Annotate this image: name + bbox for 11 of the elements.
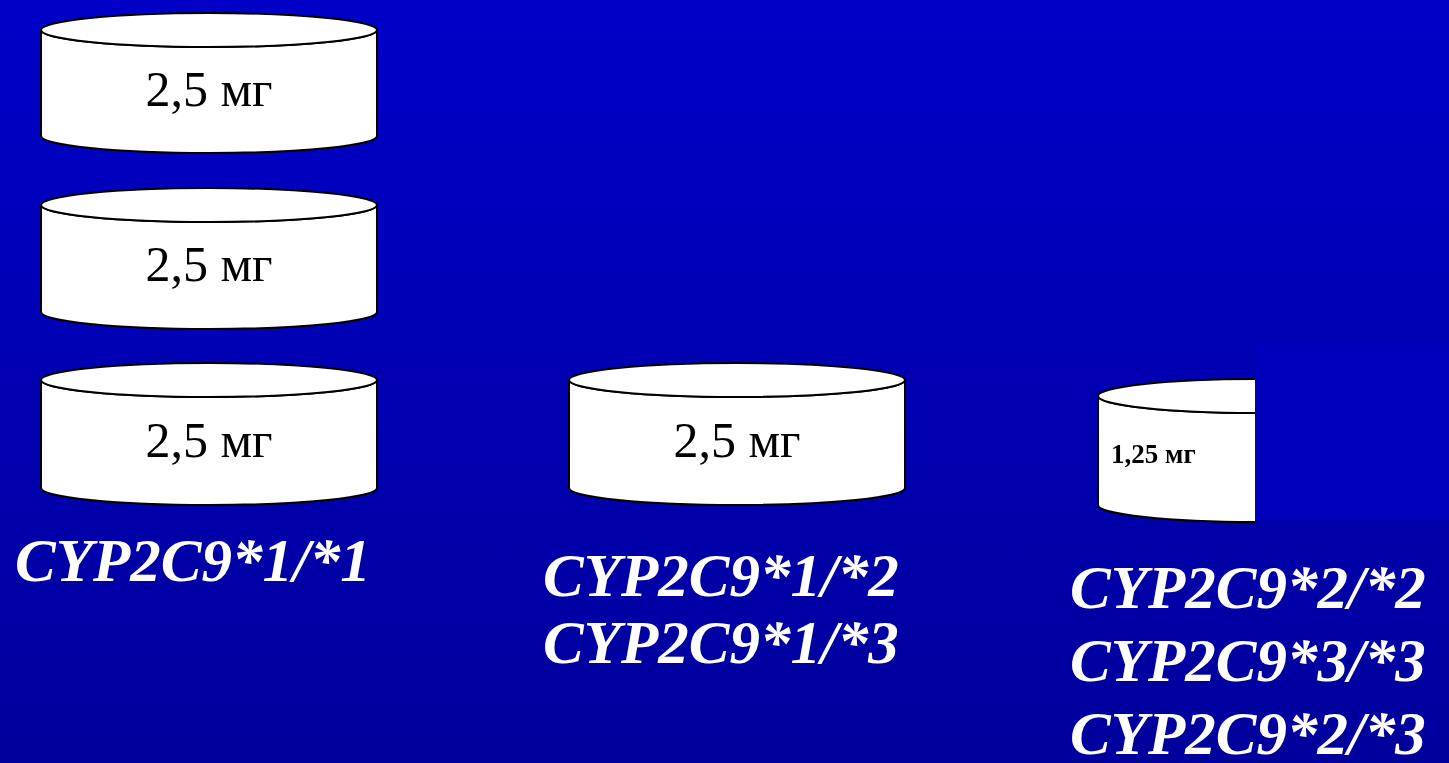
dose-text: 2,5 мг [144, 61, 274, 117]
dose-text: 1,25 мг [1111, 439, 1196, 470]
genotype-label: CYP2C9*1/*2 [543, 545, 899, 606]
genotype-label: CYP2C9*1/*1 [15, 530, 371, 591]
genotype-label: CYP2C9*2/*2 [1070, 557, 1426, 618]
dose-text: 2,5 мг [672, 412, 802, 468]
dose-text: 2,5 мг [144, 412, 274, 468]
dose-text: 2,5 мг [144, 237, 274, 292]
genotype-label: CYP2C9*3/*3 [1070, 630, 1426, 691]
genotype-label: CYP2C9*2/*3 [1070, 703, 1426, 763]
genotype-label: CYP2C9*1/*3 [543, 612, 899, 673]
